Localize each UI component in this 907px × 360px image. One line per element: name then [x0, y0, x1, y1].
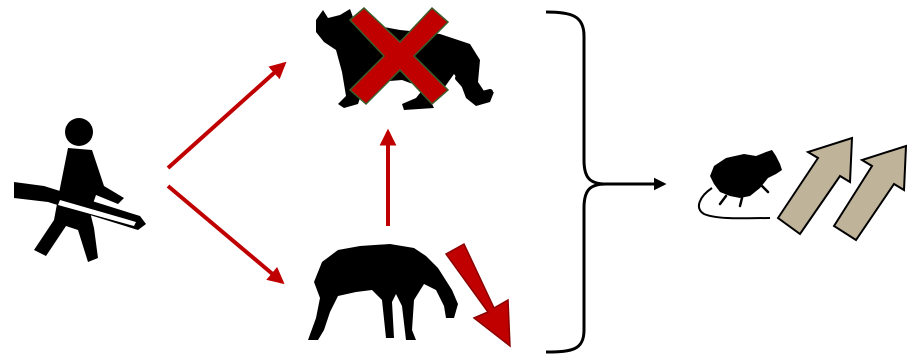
- deer-icon: [308, 244, 458, 340]
- red-x-icon: [348, 6, 450, 106]
- edge-hunter-to-prey: [166, 184, 285, 285]
- edge-hunter-to-predator: [166, 61, 287, 170]
- rat-icon: [697, 150, 782, 220]
- right-curly-bracket-icon: [545, 10, 607, 354]
- down-arrow-icon: [444, 242, 511, 348]
- hunter-with-rifle-icon: [14, 118, 146, 262]
- double-up-arrow-icon: [776, 136, 907, 242]
